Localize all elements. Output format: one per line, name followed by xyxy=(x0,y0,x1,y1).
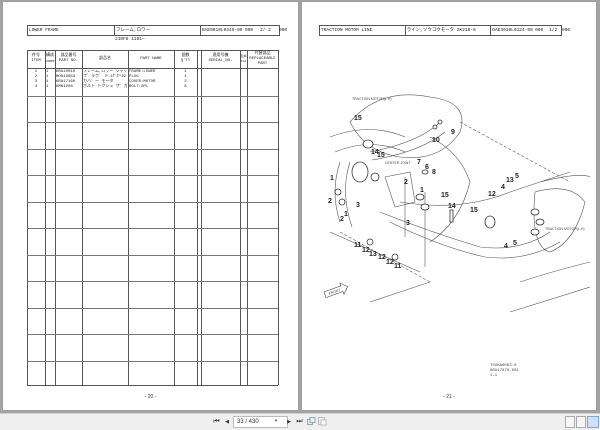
svg-text:15: 15 xyxy=(441,192,449,199)
label-traction-motor-lh-lower: TRACTION MOTOR(L.H) xyxy=(545,227,585,231)
svg-text:1: 1 xyxy=(344,211,348,218)
svg-text:10: 10 xyxy=(432,137,440,144)
chevron-down-icon: ▾ xyxy=(274,418,278,424)
copy-page-button[interactable] xyxy=(307,417,316,427)
header-extra: 000 xyxy=(279,28,288,33)
paste-icon xyxy=(318,417,327,426)
page-number-input[interactable]: 33 / 430 xyxy=(233,416,288,428)
first-page-button[interactable]: ⏮ xyxy=(212,417,221,427)
svg-text:2: 2 xyxy=(340,216,344,223)
svg-text:14: 14 xyxy=(371,149,379,156)
page-dropdown-button[interactable]: ▾ xyxy=(271,416,281,426)
table-col-qty: 1 1 2 8 xyxy=(184,70,187,89)
first-page-icon: ⏮ xyxy=(213,418,220,425)
svg-text:15: 15 xyxy=(470,207,478,214)
svg-text:12: 12 xyxy=(378,254,386,261)
svg-text:15: 15 xyxy=(354,115,362,122)
svg-text:12: 12 xyxy=(488,191,496,198)
page-number: - 21 - xyxy=(443,394,455,400)
next-page-button[interactable]: ▶ xyxy=(285,417,293,427)
header-title: LOWER FRAME xyxy=(28,26,115,35)
header-doc-no: DAE3010L0124-00 xyxy=(492,28,533,33)
label-front: FRONT xyxy=(328,288,342,296)
table-row: 1 2 3 4 xyxy=(34,70,38,89)
paste-page-button[interactable] xyxy=(318,417,327,427)
svg-text:12: 12 xyxy=(362,247,370,254)
two-page-view-button[interactable] xyxy=(587,416,599,428)
figure-reference: TSUKA0003-0 KRA17070-001 1-1 xyxy=(490,364,519,378)
subtitle: 210F8 1101— xyxy=(115,37,145,42)
label-center-joint: CENTER JOINT xyxy=(385,161,411,165)
previous-page-icon: ◀ xyxy=(225,419,229,425)
exploded-parts-diagram: TRACTION MOTOR(L.H) CENTER JOINT TRACTIO… xyxy=(310,82,591,313)
svg-text:1: 1 xyxy=(420,187,424,194)
svg-text:4: 4 xyxy=(501,184,505,191)
header-sheet: 1/2 xyxy=(549,28,558,33)
svg-text:6: 6 xyxy=(425,164,429,171)
last-page-button[interactable]: ⏭ xyxy=(295,417,304,427)
col-header-part-name: PART NAME xyxy=(140,57,162,61)
svg-text:15: 15 xyxy=(377,152,385,159)
single-page-view-button[interactable] xyxy=(565,416,575,428)
next-page-icon: ▶ xyxy=(287,419,291,425)
svg-text:9: 9 xyxy=(451,129,455,136)
svg-text:5: 5 xyxy=(515,173,519,180)
svg-text:3: 3 xyxy=(406,220,410,227)
svg-text:11: 11 xyxy=(354,242,362,249)
header-title-jp: ライン,ソウコウモータ SK210-6 xyxy=(406,26,492,35)
header-rev: 000 xyxy=(535,28,544,33)
continuous-view-button[interactable] xyxy=(576,416,586,428)
svg-text:11: 11 xyxy=(394,263,402,270)
svg-text:13: 13 xyxy=(506,177,514,184)
header-sheet: 2/ 2 xyxy=(260,28,271,33)
right-page: TRACTION MOTOR LINE ライン,ソウコウモータ SK210-6 … xyxy=(302,2,596,410)
header-title-jp: フレーム,ロワー xyxy=(115,26,201,35)
svg-text:5: 5 xyxy=(513,240,517,247)
table-col-part-name: FRAME:LOWER PLUG COVER:MOTOR BOLT:SPL xyxy=(129,70,156,89)
svg-text:7: 7 xyxy=(417,159,421,166)
svg-text:8: 8 xyxy=(432,169,436,176)
viewer-toolbar: ⏮ ◀ 33 / 430 ▾ ▶ ⏭ xyxy=(0,413,600,430)
header-doc-no: BAE0010L0345-00 xyxy=(202,28,243,33)
previous-page-button[interactable]: ◀ xyxy=(223,417,231,427)
table-col-part-no: KRA10010 MO010603 KRA17160 KMN1208 xyxy=(56,70,76,89)
header-rev: 000 xyxy=(245,28,254,33)
page-number: - 20 - xyxy=(144,394,157,400)
svg-text:1: 1 xyxy=(330,175,334,182)
table-col-name-jp: フレーム,ロワー ツヤケシ゛ フ゛ラク゛ P-1ｹﾞﾀ"19 カハ゛ー モータ … xyxy=(83,70,128,89)
left-page: LOWER FRAME フレーム,ロワー BAE0010L0345-00 000… xyxy=(3,2,298,410)
label-traction-motor-lh-upper: TRACTION MOTOR(L.H) xyxy=(352,97,392,101)
svg-text:3: 3 xyxy=(356,202,360,209)
svg-text:2: 2 xyxy=(328,198,332,205)
col-header-name-jp: 部品名 xyxy=(99,57,111,61)
svg-text:13: 13 xyxy=(369,251,377,258)
traction-motor-line-illustration: TRACTION MOTOR(L.H) CENTER JOINT TRACTIO… xyxy=(323,94,591,313)
svg-text:14: 14 xyxy=(448,203,456,210)
svg-text:12: 12 xyxy=(386,259,394,266)
header-extra: 000 xyxy=(562,28,571,33)
page-header-box: TRACTION MOTOR LINE ライン,ソウコウモータ SK210-6 … xyxy=(319,25,562,36)
table-col-compo: 1 1 1 1 xyxy=(46,70,49,89)
page-header-box: LOWER FRAME フレーム,ロワー BAE0010L0345-00 000… xyxy=(27,25,280,36)
copy-icon xyxy=(307,417,316,425)
svg-text:4: 4 xyxy=(504,243,508,250)
last-page-icon: ⏭ xyxy=(296,418,303,425)
svg-text:2: 2 xyxy=(404,179,408,186)
header-title: TRACTION MOTOR LINE xyxy=(320,26,406,35)
